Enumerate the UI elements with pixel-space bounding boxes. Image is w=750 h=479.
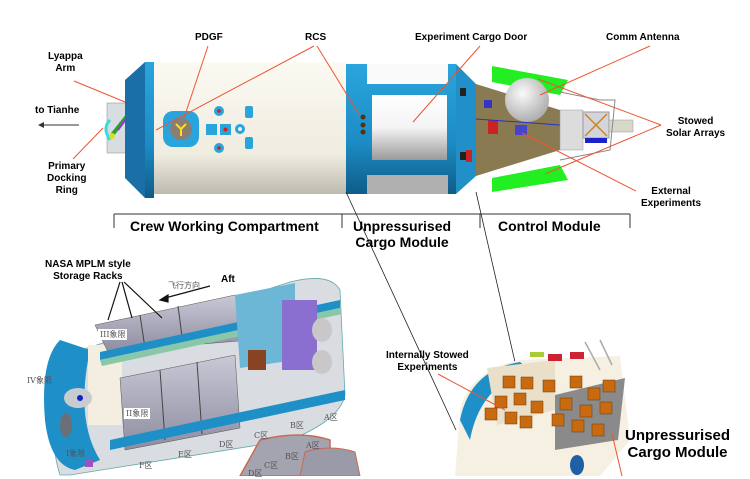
callout-leader-lines bbox=[72, 45, 662, 192]
label-zone-f: F区 bbox=[139, 461, 153, 470]
label-comm-antenna: Comm Antenna bbox=[606, 32, 680, 43]
section-bracket bbox=[113, 213, 631, 228]
tianzhou-cargo-craft bbox=[104, 62, 634, 198]
label-line: Primary bbox=[48, 161, 86, 172]
label-stowed-solar-arrays: Stowed Solar Arrays bbox=[666, 116, 725, 140]
label-zone-e: E区 bbox=[178, 450, 192, 459]
label-external-experiments: External Experiments bbox=[641, 186, 701, 210]
label-line: Unpressurised bbox=[625, 427, 731, 444]
label-rcs: RCS bbox=[305, 32, 327, 43]
label-line: Internally Stowed bbox=[386, 350, 469, 361]
label-panel-zone-c: C区 bbox=[264, 461, 279, 470]
label-lyappa-arm: Lyappa Arm bbox=[48, 51, 83, 75]
section-control-module: Control Module bbox=[498, 218, 601, 234]
label-zone-c: C区 bbox=[254, 431, 269, 440]
section-unpressurised-cargo-module: Unpressurised Cargo Module bbox=[353, 218, 451, 250]
internal-experiments-leader bbox=[437, 373, 623, 476]
label-line: Storage Racks bbox=[53, 271, 123, 282]
label-line: External bbox=[651, 186, 691, 197]
storage-rack-arrows bbox=[107, 281, 211, 321]
label-to-tianhe: to Tianhe bbox=[35, 105, 80, 116]
label-quadrant-1: I象限 bbox=[66, 449, 86, 458]
label-line: Arm bbox=[55, 63, 76, 74]
zoom-leader-lines bbox=[345, 191, 516, 431]
label-unpressurised-cargo-module-title: Unpressurised Cargo Module bbox=[625, 427, 730, 461]
label-line: Unpressurised bbox=[353, 218, 452, 234]
label-quadrant-2: II象限 bbox=[124, 408, 151, 419]
label-panel-zone-b: B区 bbox=[285, 452, 299, 461]
label-line: Stowed bbox=[677, 116, 714, 127]
label-line: Solar Arrays bbox=[666, 128, 726, 139]
label-line: NASA MPLM style bbox=[45, 259, 131, 270]
label-primary-docking-ring: Primary Docking Ring bbox=[47, 161, 86, 197]
label-internally-stowed-experiments: Internally Stowed Experiments bbox=[386, 350, 469, 374]
label-line: Experiments bbox=[641, 198, 702, 209]
label-panel-zone-d: D区 bbox=[248, 469, 263, 478]
label-line: Cargo Module bbox=[627, 444, 728, 461]
cargo-module-cutaway bbox=[455, 339, 630, 476]
label-flight-direction: 飞行方向 bbox=[168, 281, 200, 290]
label-quadrant-3: III象限 bbox=[98, 329, 128, 340]
label-line: Ring bbox=[55, 185, 78, 196]
label-line: Experiments bbox=[397, 362, 458, 373]
label-zone-a: A区 bbox=[324, 413, 338, 422]
label-line: Lyappa bbox=[48, 51, 83, 62]
label-storage-racks: NASA MPLM style Storage Racks bbox=[45, 259, 131, 283]
section-crew-working-compartment: Crew Working Compartment bbox=[130, 218, 319, 234]
label-line: Docking bbox=[47, 173, 87, 184]
label-zone-b: B区 bbox=[290, 421, 304, 430]
label-pdgf: PDGF bbox=[195, 32, 223, 43]
label-line: Cargo Module bbox=[355, 234, 449, 250]
label-zone-d: D区 bbox=[219, 440, 234, 449]
mplm-cutaway bbox=[44, 278, 361, 476]
label-experiment-cargo-door: Experiment Cargo Door bbox=[415, 32, 528, 43]
label-panel-zone-a: A区 bbox=[306, 441, 320, 450]
label-quadrant-4: IV象限 bbox=[27, 376, 52, 385]
label-aft: Aft bbox=[221, 274, 235, 285]
arrow-left-icon bbox=[38, 122, 79, 128]
